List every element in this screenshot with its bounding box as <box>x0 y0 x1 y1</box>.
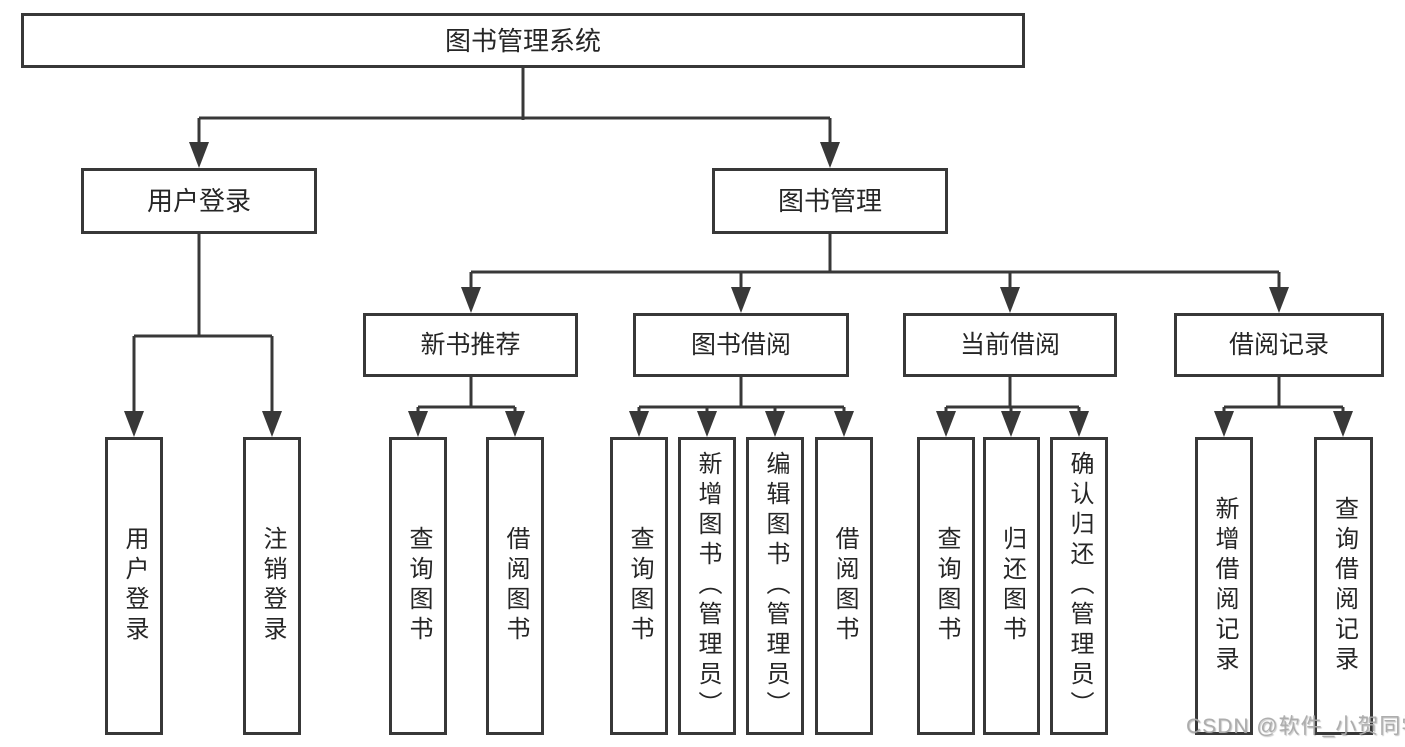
node-book-borrowing: 图书借阅 <box>633 313 849 377</box>
node-user-login: 用户登录 <box>81 168 317 234</box>
node-confirm-return-admin: 确认归还（管理员） <box>1050 437 1108 735</box>
node-return-books: 归还图书 <box>983 437 1040 735</box>
node-query-borrow-record: 查询借阅记录 <box>1314 437 1373 735</box>
node-add-borrow-record: 新增借阅记录 <box>1195 437 1253 735</box>
node-edit-books-admin: 编辑图书（管理员） <box>746 437 804 735</box>
node-borrow-books-recommend: 借阅图书 <box>486 437 544 735</box>
node-borrow-records: 借阅记录 <box>1174 313 1384 377</box>
node-query-books-recommend: 查询图书 <box>389 437 447 735</box>
node-current-borrowing: 当前借阅 <box>903 313 1117 377</box>
node-query-books-current: 查询图书 <box>917 437 975 735</box>
node-new-book-recommend: 新书推荐 <box>363 313 578 377</box>
arrowheads <box>124 142 1353 437</box>
node-library-management-system: 图书管理系统 <box>21 13 1025 68</box>
node-user-login-action: 用户登录 <box>105 437 163 735</box>
node-borrow-books-borrowing: 借阅图书 <box>815 437 873 735</box>
node-query-books-borrowing: 查询图书 <box>610 437 668 735</box>
node-book-management: 图书管理 <box>712 168 948 234</box>
node-logout-action: 注销登录 <box>243 437 301 735</box>
node-add-books-admin: 新增图书（管理员） <box>678 437 736 735</box>
